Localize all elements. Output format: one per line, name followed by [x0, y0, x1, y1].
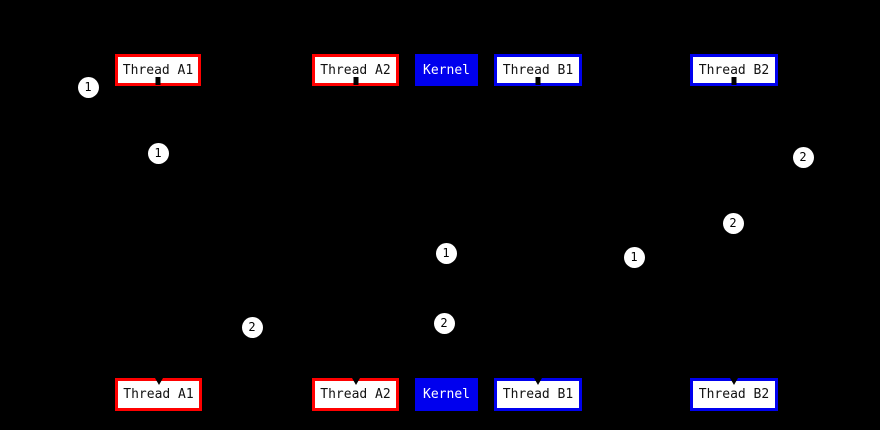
step-marker-label: 2 [440, 316, 448, 330]
kernel-bottom-box: Kernel [415, 378, 478, 411]
thread-a1-top-box: Thread A1 [115, 54, 201, 86]
thread-a1-bottom-label: Thread A1 [123, 387, 194, 402]
step-marker-2: 2 [241, 316, 263, 338]
thread-a1-top-label: Thread A1 [122, 62, 194, 78]
step-marker-1: 1 [77, 76, 99, 98]
step-marker-2: 2 [722, 212, 744, 234]
connector-notch [731, 77, 737, 85]
thread-a2-bottom-box: Thread A2 [312, 378, 399, 411]
thread-b2-top-label: Thread B2 [698, 62, 770, 78]
step-marker-label: 1 [630, 250, 638, 264]
connector-notch [351, 378, 360, 385]
thread-a1-bottom-box: Thread A1 [115, 378, 202, 411]
step-marker-1: 1 [623, 246, 645, 268]
step-marker-2: 2 [792, 146, 814, 168]
kernel-top-label: Kernel [423, 62, 470, 78]
step-marker-label: 1 [154, 146, 162, 160]
connector-notch [730, 378, 738, 385]
step-marker-label: 2 [799, 150, 807, 164]
thread-b2-top-box: Thread B2 [690, 54, 778, 86]
step-marker-label: 2 [729, 216, 737, 230]
thread-b1-top-label: Thread B1 [502, 62, 574, 78]
thread-a2-bottom-label: Thread A2 [320, 387, 391, 402]
thread-b2-bottom-label: Thread B2 [698, 387, 770, 402]
thread-b1-bottom-box: Thread B1 [494, 378, 582, 411]
step-marker-label: 1 [84, 80, 92, 94]
step-marker-label: 2 [248, 320, 256, 334]
connector-notch [353, 77, 358, 85]
kernel-top-box: Kernel [415, 54, 478, 86]
thread-b2-bottom-box: Thread B2 [690, 378, 778, 411]
kernel-bottom-label: Kernel [423, 387, 470, 402]
connector-notch [534, 378, 542, 385]
connector-notch [154, 378, 163, 385]
step-marker-2: 2 [433, 312, 455, 334]
connector-notch [535, 77, 541, 85]
step-marker-1: 1 [435, 242, 457, 264]
thread-b1-top-box: Thread B1 [494, 54, 582, 86]
step-marker-label: 1 [442, 246, 450, 260]
thread-a2-top-box: Thread A2 [312, 54, 399, 86]
thread-a2-top-label: Thread A2 [320, 62, 391, 78]
step-marker-1: 1 [147, 142, 169, 164]
thread-b1-bottom-label: Thread B1 [502, 387, 574, 402]
connector-notch [155, 77, 161, 85]
